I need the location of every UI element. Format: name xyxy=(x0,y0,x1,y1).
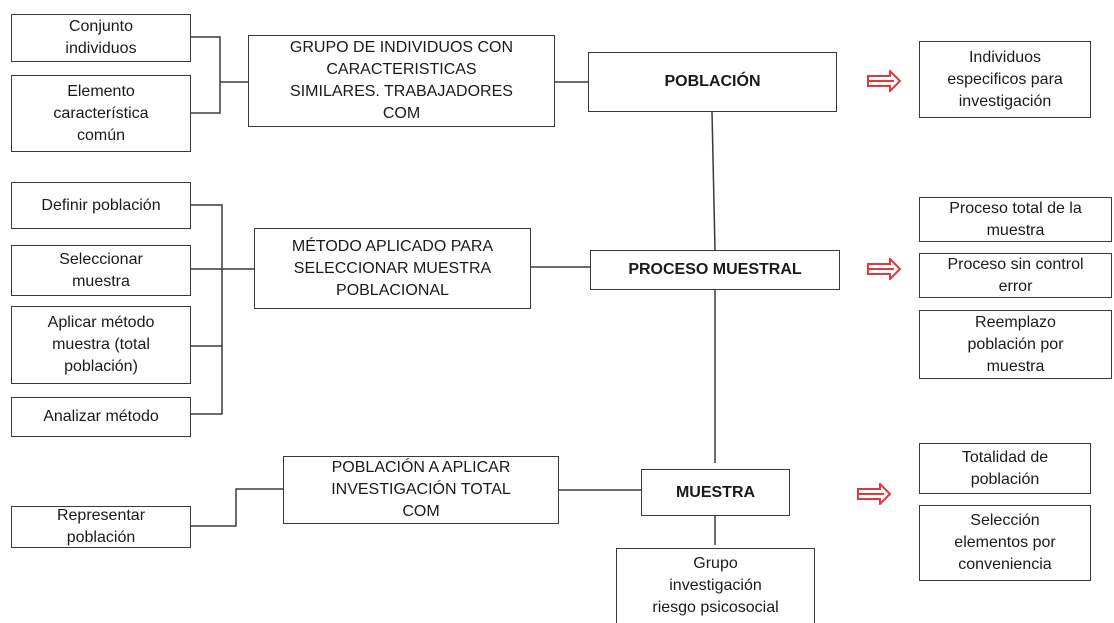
muestra-box: MUESTRA xyxy=(641,469,790,516)
poblacion-label: POBLACIÓN xyxy=(664,73,761,90)
bottom-description-label: POBLACIÓN A APLICAR INVESTIGACIÓN TOTAL … xyxy=(331,459,511,520)
muestra-label: MUESTRA xyxy=(675,483,756,501)
top-left-item-1-label: Conjunto individuos xyxy=(65,18,137,57)
middle-left-item-2: Seleccionar muestra xyxy=(11,245,191,296)
middle-right-item-1-label: Proceso total de la muestra xyxy=(949,199,1082,239)
bottom-right-item-2-label: Selección elementos por conveniencia xyxy=(954,512,1056,573)
middle-left-item-3-label: Aplicar método muestra (total población) xyxy=(47,314,155,375)
grupo-investigacion-box: Grupo investigación riesgo psicosocial xyxy=(616,548,815,623)
top-description-box: GRUPO DE INDIVIDUOS CON CARACTERISTICAS … xyxy=(248,35,555,127)
top-left-item-1: Conjunto individuos xyxy=(11,14,191,62)
middle-left-item-2-label: Seleccionar muestra xyxy=(59,250,143,290)
middle-left-item-1-label: Definir población xyxy=(41,196,161,214)
bottom-right-item-1: Totalidad de población xyxy=(919,443,1091,494)
top-right-item-1-label: Individuos especificos para investigació… xyxy=(947,48,1063,110)
middle-right-item-2-label: Proceso sin control error xyxy=(947,255,1084,295)
middle-description-label: MÉTODO APLICADO PARA SELECCIONAR MUESTRA… xyxy=(291,237,494,299)
grupo-investigacion-label: Grupo investigación riesgo psicosocial xyxy=(652,555,779,616)
bottom-left-item-1-label: Representar población xyxy=(56,507,146,546)
middle-description-box: MÉTODO APLICADO PARA SELECCIONAR MUESTRA… xyxy=(254,228,531,309)
top-description-label: GRUPO DE INDIVIDUOS CON CARACTERISTICAS … xyxy=(289,39,514,122)
double-arrow-icon xyxy=(867,258,902,280)
bottom-right-item-2: Selección elementos por conveniencia xyxy=(919,505,1091,581)
middle-left-item-3: Aplicar método muestra (total población) xyxy=(11,306,191,384)
middle-right-item-3: Reemplazo población por muestra xyxy=(919,310,1112,379)
middle-left-item-4-label: Analizar método xyxy=(43,408,159,425)
middle-right-item-2: Proceso sin control error xyxy=(919,253,1112,298)
bottom-left-item-1: Representar población xyxy=(11,506,191,548)
middle-right-item-3-label: Reemplazo población por muestra xyxy=(967,313,1064,375)
top-left-item-2-label: Elemento característica común xyxy=(53,82,149,144)
proceso-muestral-label: PROCESO MUESTRAL xyxy=(628,261,802,278)
proceso-muestral-box: PROCESO MUESTRAL xyxy=(590,250,840,290)
middle-left-item-4: Analizar método xyxy=(11,397,191,437)
double-arrow-icon xyxy=(867,70,902,92)
middle-left-item-1: Definir población xyxy=(11,182,191,229)
middle-right-item-1: Proceso total de la muestra xyxy=(919,197,1112,242)
bottom-description-box: POBLACIÓN A APLICAR INVESTIGACIÓN TOTAL … xyxy=(283,456,559,524)
bottom-right-item-1-label: Totalidad de población xyxy=(961,448,1049,488)
double-arrow-icon xyxy=(857,483,892,505)
poblacion-box: POBLACIÓN xyxy=(588,52,837,112)
top-right-item-1: Individuos especificos para investigació… xyxy=(919,41,1091,118)
top-left-item-2: Elemento característica común xyxy=(11,75,191,152)
